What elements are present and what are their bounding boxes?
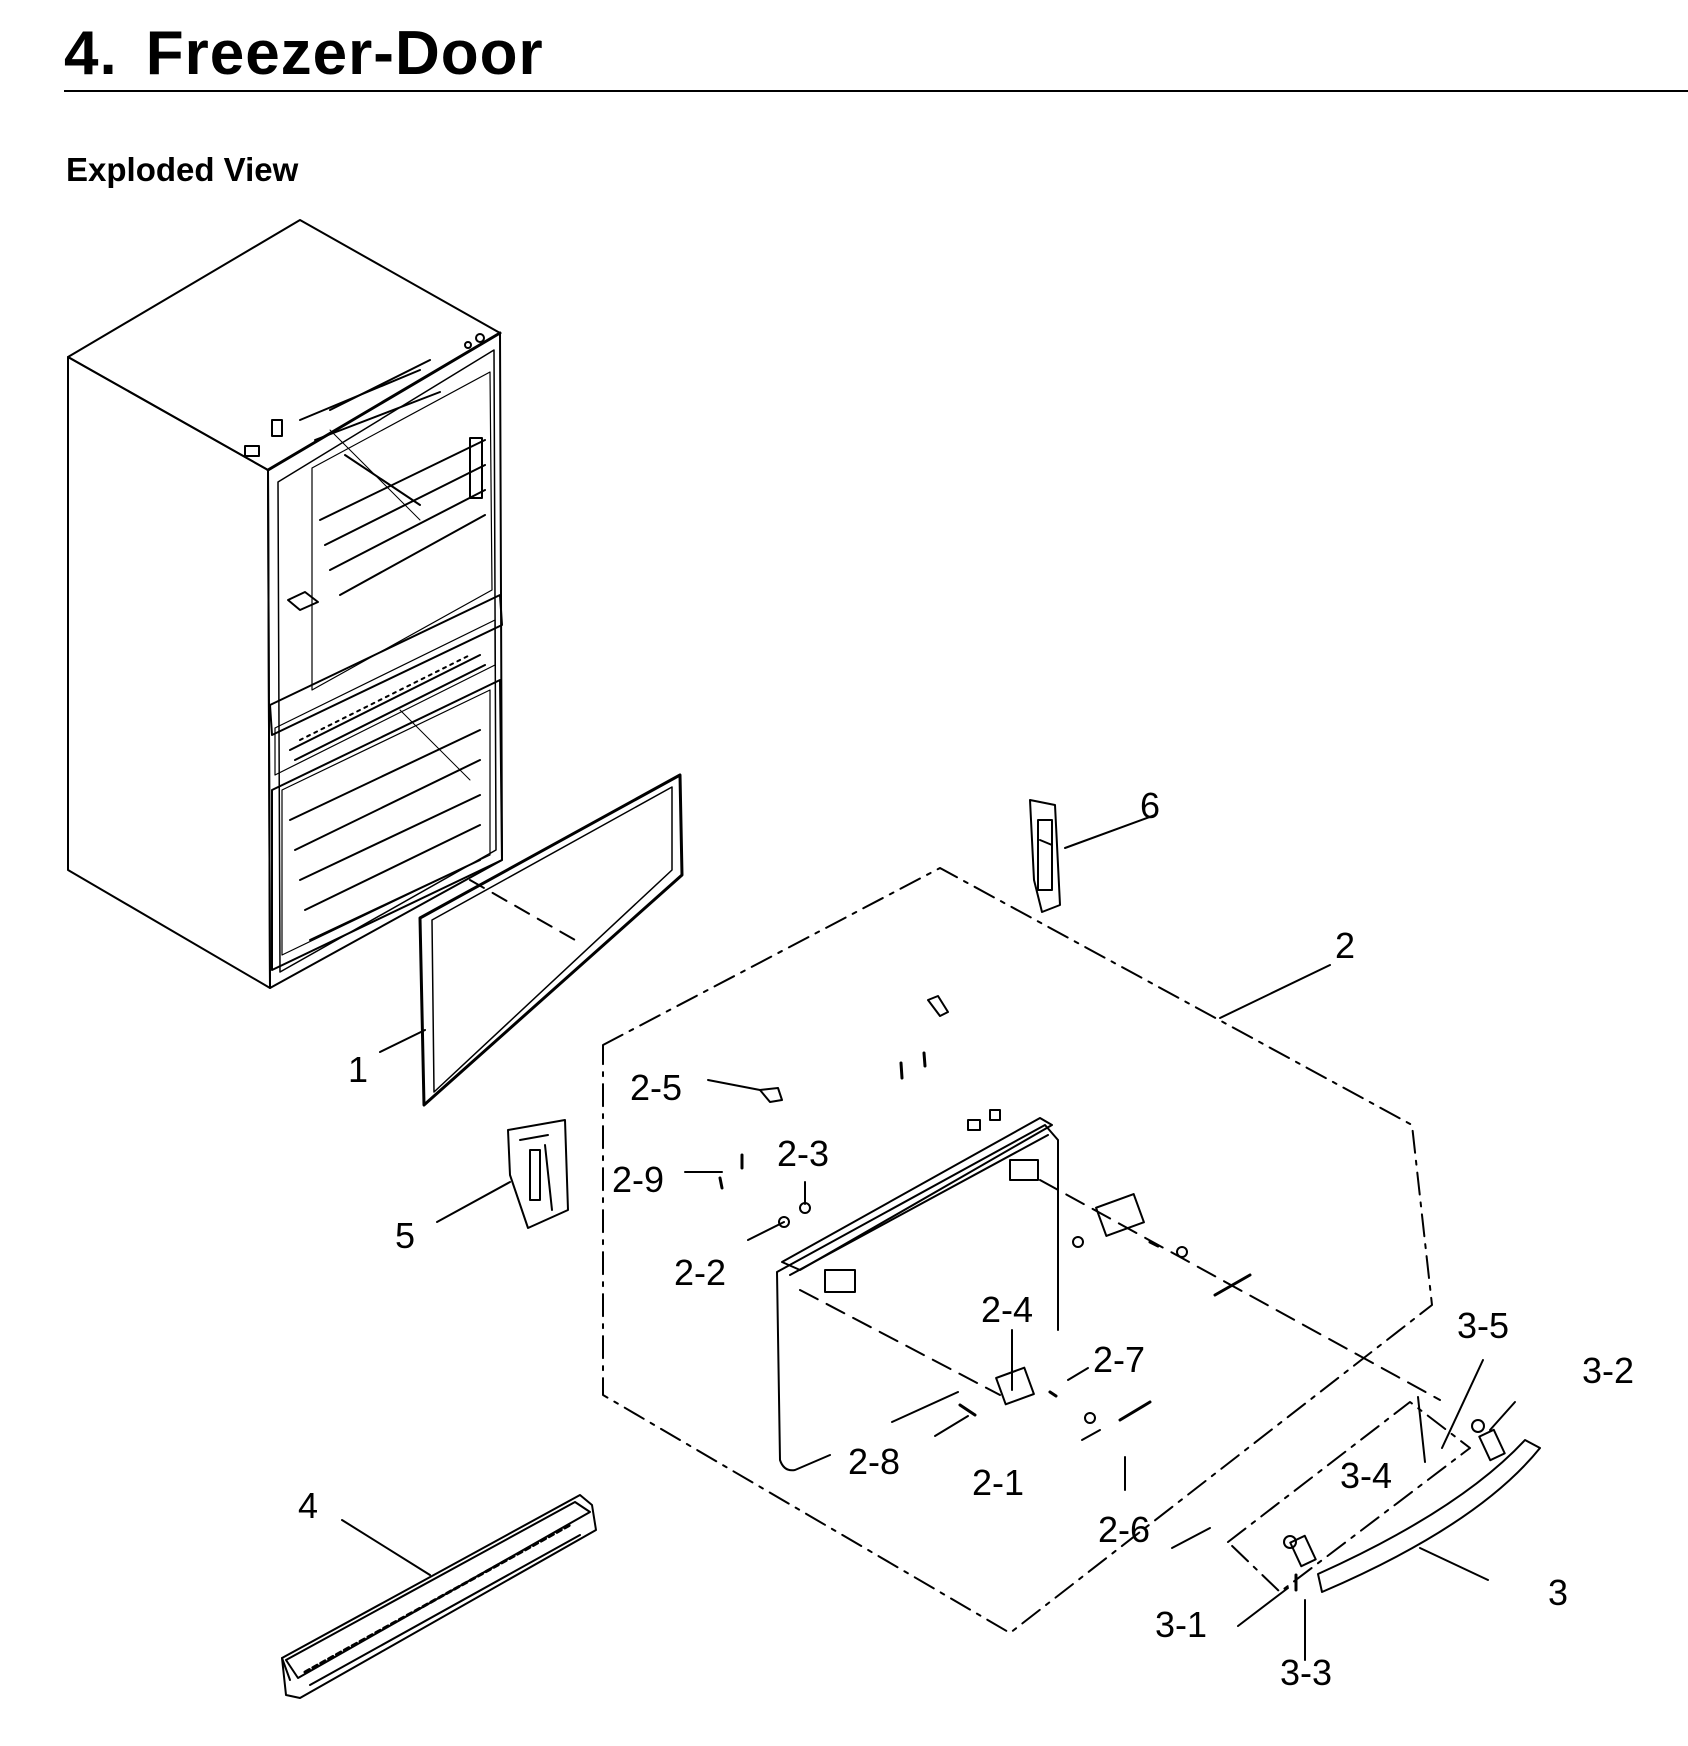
callout-3-1: 3-1 [1155, 1604, 1207, 1645]
callout-3-3: 3-3 [1280, 1652, 1332, 1693]
door-gasket [418, 773, 684, 1107]
door-assembly-outline [602, 867, 1433, 1634]
callout-2-4: 2-4 [981, 1289, 1033, 1330]
callout-3-2: 3-2 [1582, 1350, 1634, 1391]
callout-3-4: 3-4 [1340, 1455, 1392, 1496]
handle-assembly [1227, 1401, 1541, 1593]
callout-3-5: 3-5 [1457, 1305, 1509, 1346]
callout-5: 5 [395, 1215, 415, 1256]
callout-labels: 1 2 2-1 2-2 2-3 2-4 2-5 2-6 2-7 2-8 2-9 … [298, 785, 1634, 1693]
callout-2-2: 2-2 [674, 1252, 726, 1293]
leader-lines [341, 814, 1516, 1661]
callout-2-3: 2-3 [777, 1133, 829, 1174]
callout-4: 4 [298, 1485, 318, 1526]
callout-6: 6 [1140, 785, 1160, 826]
callout-2-9: 2-9 [612, 1159, 664, 1200]
section-title: Freezer-Door [145, 19, 544, 88]
callout-2-5: 2-5 [630, 1067, 682, 1108]
exploded-view-heading: Exploded View [66, 151, 299, 188]
small-parts [718, 995, 1188, 1424]
callout-2: 2 [1335, 925, 1355, 966]
refrigerator-cabinet [67, 219, 503, 989]
callout-3: 3 [1548, 1572, 1568, 1613]
callout-2-7: 2-7 [1093, 1339, 1145, 1380]
door-bin [281, 1494, 597, 1699]
callout-2-6: 2-6 [1098, 1509, 1150, 1550]
hinge-right [1029, 799, 1061, 913]
section-number: 4. [64, 19, 118, 88]
callout-1: 1 [348, 1049, 368, 1090]
door-panel [776, 1117, 1441, 1472]
hinge-left [507, 1119, 569, 1229]
callout-2-1: 2-1 [972, 1462, 1024, 1503]
callout-2-8: 2-8 [848, 1441, 900, 1482]
page-title: 4. Freezer-Door [64, 18, 544, 90]
title-rule [64, 90, 1688, 92]
